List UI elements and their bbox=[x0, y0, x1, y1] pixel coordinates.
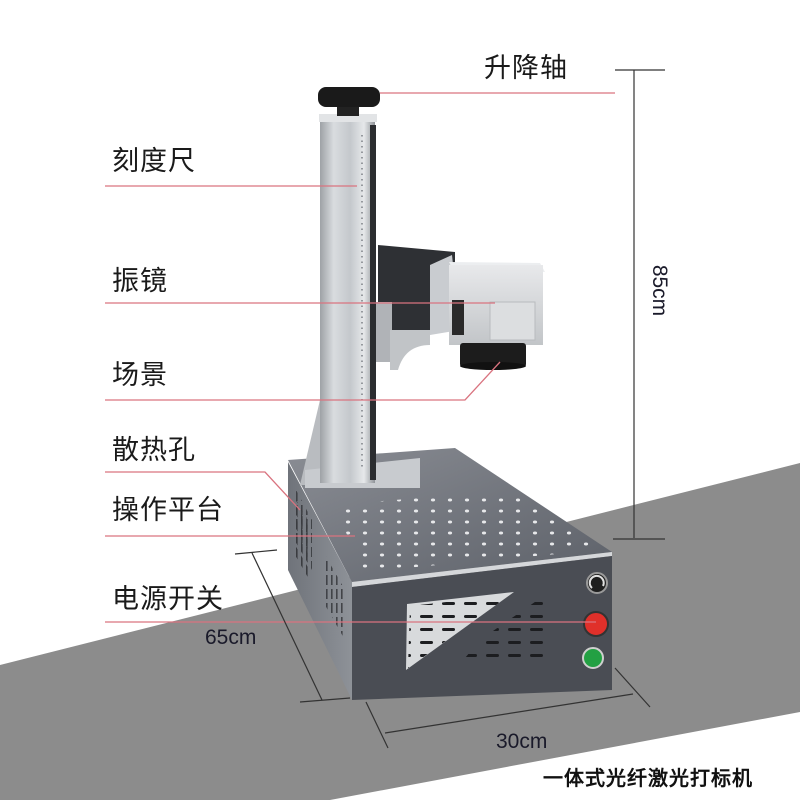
label-power-switch: 电源开关 bbox=[112, 584, 224, 615]
label-field-lens: 场景 bbox=[112, 360, 168, 391]
lift-knob[interactable] bbox=[318, 87, 380, 107]
platform-hole-grid bbox=[335, 490, 600, 572]
label-scale-ruler: 刻度尺 bbox=[112, 146, 196, 177]
depth-dim-line bbox=[251, 552, 323, 701]
label-vent-holes: 散热孔 bbox=[112, 435, 196, 466]
platform-front-edge bbox=[352, 552, 612, 587]
depth-dim-top-tick bbox=[234, 549, 278, 555]
width-dim-right-tick bbox=[614, 667, 651, 708]
galvo-label-plate bbox=[489, 301, 536, 341]
floor-light-strip bbox=[330, 712, 800, 800]
knob-indicator bbox=[588, 574, 605, 589]
start-button-green[interactable] bbox=[582, 647, 604, 669]
galvo-heat-sink bbox=[452, 300, 464, 335]
base-front-panel bbox=[352, 556, 612, 700]
front-vent-slots-right bbox=[460, 595, 545, 664]
power-button-red[interactable] bbox=[583, 611, 609, 637]
label-lift-axis: 升降轴 bbox=[484, 53, 568, 84]
arm-bracket bbox=[390, 330, 430, 370]
column-cap bbox=[319, 114, 377, 122]
dimension-height: 85cm bbox=[648, 264, 672, 317]
field-lens bbox=[460, 343, 526, 367]
front-vent-slots-left bbox=[408, 595, 510, 668]
dimension-depth: 65cm bbox=[205, 626, 257, 649]
leader-field-lens bbox=[105, 361, 501, 401]
side-vent-area-2 bbox=[325, 555, 345, 640]
depth-dim-bottom-tick bbox=[299, 697, 351, 703]
dimension-width: 30cm bbox=[496, 730, 548, 753]
label-galvo: 振镜 bbox=[112, 266, 168, 297]
width-dim-line bbox=[384, 693, 634, 734]
leader-lines bbox=[105, 92, 615, 623]
leader-vent-holes bbox=[105, 471, 301, 511]
product-title: 一体式光纤激光打标机 bbox=[543, 766, 753, 790]
field-lens-bottom bbox=[460, 362, 526, 370]
arm-clamp bbox=[376, 302, 392, 362]
label-work-platform: 操作平台 bbox=[112, 495, 224, 526]
lift-column bbox=[320, 118, 375, 483]
width-dim-left-tick bbox=[365, 701, 389, 749]
dimension-lines bbox=[234, 69, 665, 749]
